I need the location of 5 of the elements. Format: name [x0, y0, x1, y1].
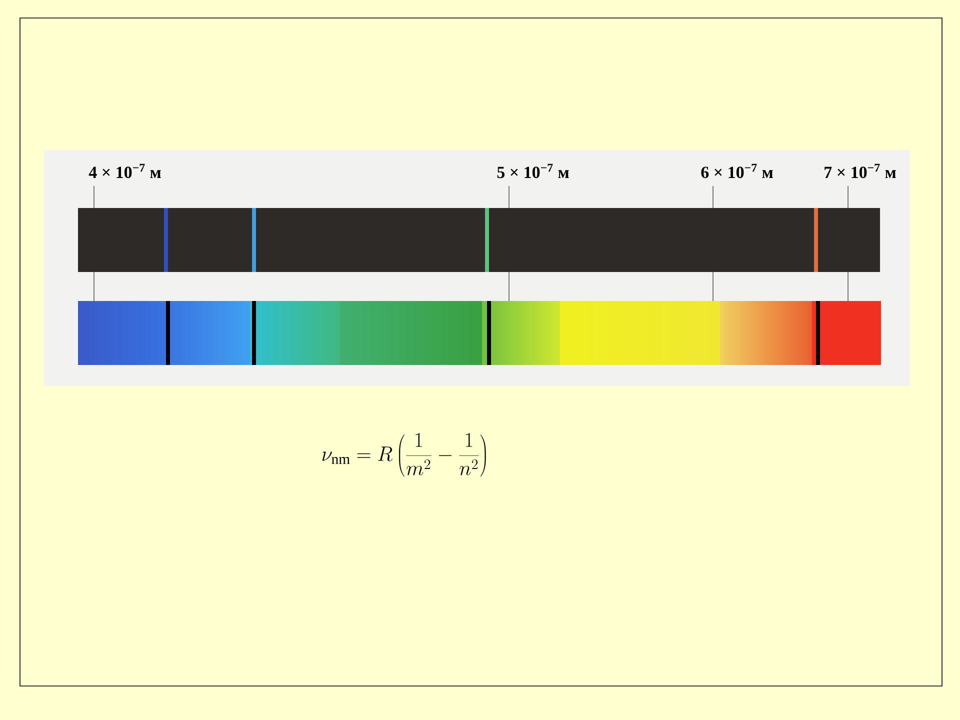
- scale-label: 7 × 10$^{−7}$ м: [824, 164, 896, 178]
- scale-label: 5 × 10$^{−7}$ м: [497, 164, 569, 178]
- formula: $\nu_{\mathrm{nm}} = R\left(\frac{1}{m^2} - \frac{1}{n^2}\right)$: [322, 433, 486, 477]
- scale-label: 4 × 10$^{−7}$ м: [88, 164, 161, 178]
- scale-label: 6 × 10$^{−7}$ м: [701, 164, 773, 178]
